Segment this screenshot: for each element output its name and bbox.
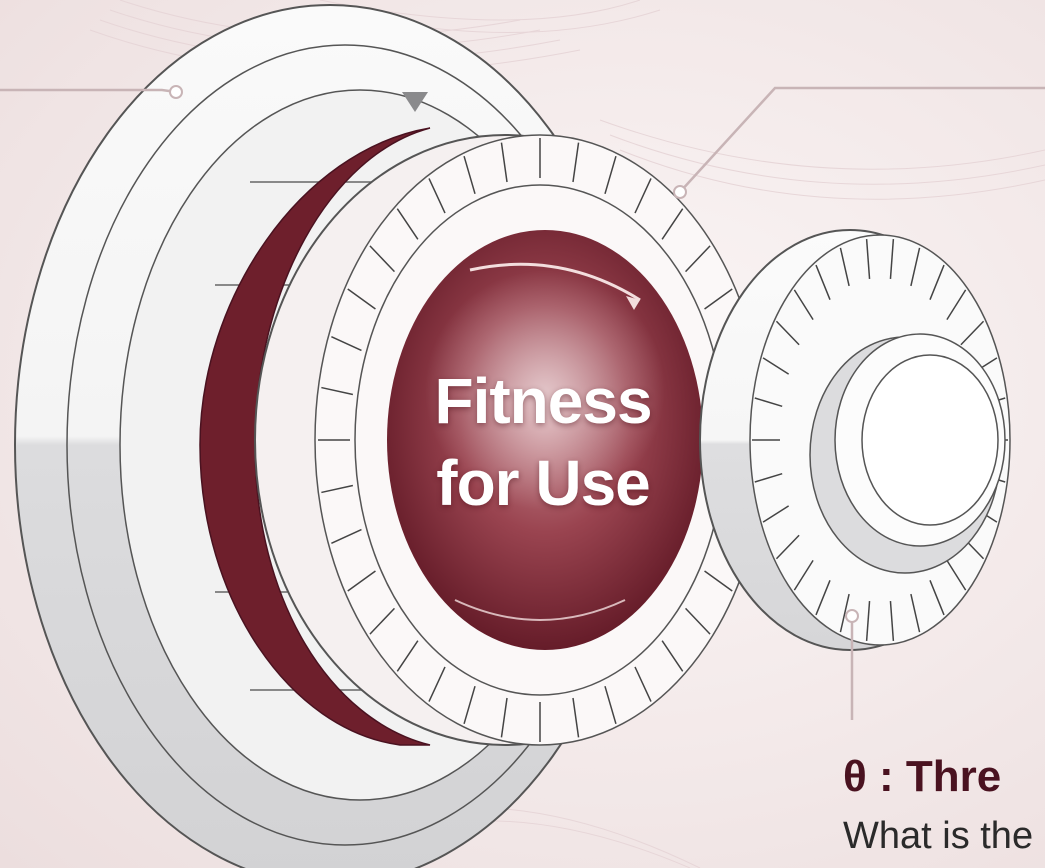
threshold-dial bbox=[700, 230, 1010, 650]
center-label-line2: for Use bbox=[388, 442, 698, 524]
center-label-line1: Fitness bbox=[388, 360, 698, 442]
threshold-subtitle: What is the bbox=[843, 814, 1033, 858]
center-label: Fitness for Use bbox=[388, 360, 698, 524]
threshold-title: θ : Thre bbox=[843, 752, 1001, 802]
